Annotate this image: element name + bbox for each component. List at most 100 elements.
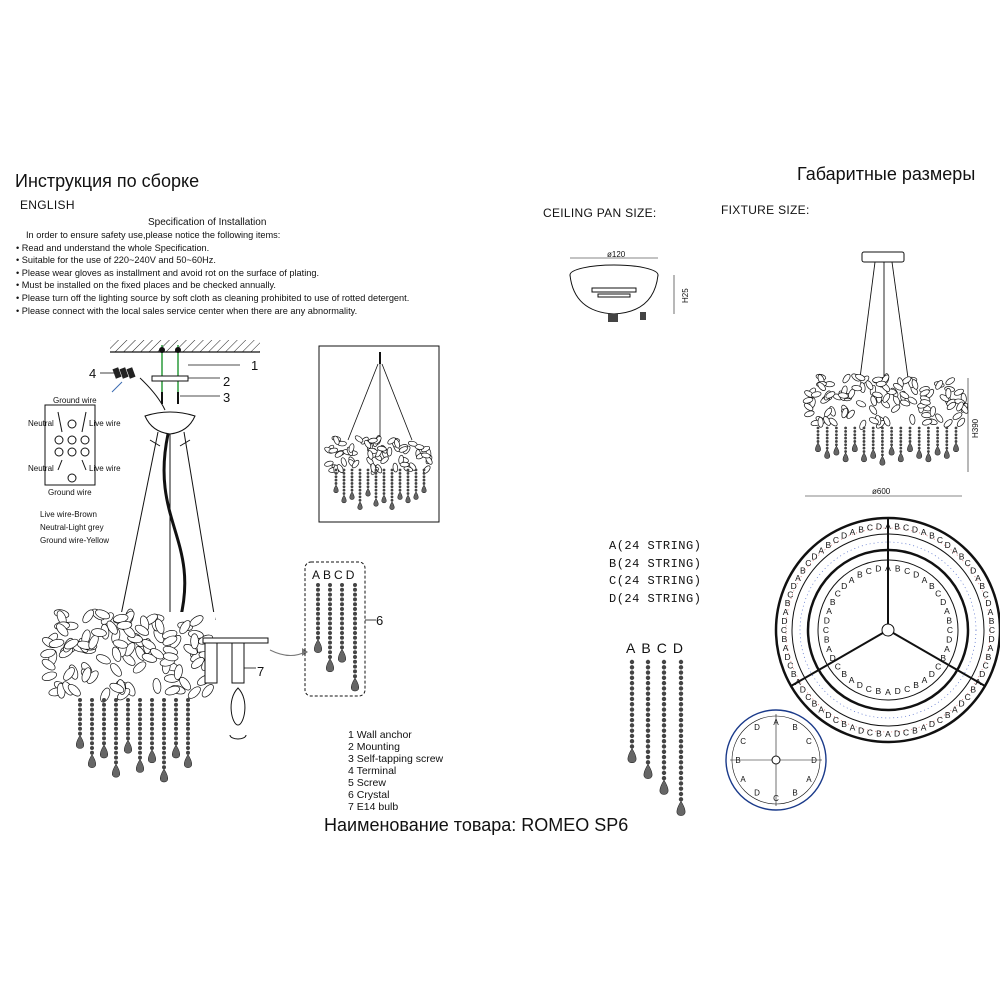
leaf (872, 391, 883, 399)
ring-letter: D (824, 615, 830, 625)
leaf (921, 418, 933, 426)
ring-letter: D (800, 685, 806, 695)
bead (629, 744, 635, 749)
bead (835, 426, 838, 430)
bead (382, 478, 386, 482)
bead (353, 626, 357, 631)
bead (853, 429, 857, 433)
bead (629, 712, 635, 717)
bead (342, 492, 346, 495)
ring-letter: D (825, 710, 831, 720)
leaf (802, 397, 814, 404)
bead (844, 426, 847, 430)
string-letter: D (345, 568, 358, 582)
bead (102, 712, 106, 717)
bead (936, 433, 939, 437)
bead (871, 436, 875, 440)
bead (138, 736, 142, 741)
bead (350, 468, 354, 472)
bead (186, 722, 190, 726)
bead (853, 440, 857, 443)
bead (899, 450, 903, 453)
bead (853, 436, 857, 440)
ring-letter: C (937, 715, 943, 725)
leaf (935, 413, 944, 423)
ring-letter: B (970, 685, 976, 695)
ring-letter: A (952, 705, 958, 715)
bead (661, 696, 667, 702)
bead (629, 686, 635, 691)
bead (917, 426, 921, 430)
bead (844, 446, 847, 450)
bead (835, 440, 838, 443)
ring-letter: C (805, 558, 811, 568)
bead (328, 621, 332, 626)
ring-letter: B (946, 615, 952, 625)
leaf (929, 406, 936, 417)
ring-letter: B (785, 598, 791, 608)
bead (366, 471, 370, 475)
leaf (201, 684, 214, 698)
ring-letter: B (912, 725, 918, 735)
crystal-drop (627, 747, 637, 764)
leaf (370, 463, 377, 473)
power-cord (162, 433, 187, 621)
bead (358, 492, 362, 495)
bead (358, 485, 362, 489)
bead (917, 429, 921, 433)
crystal-drop (172, 744, 180, 759)
bead (936, 426, 939, 430)
bead (328, 655, 332, 659)
product-photo-frame (318, 345, 440, 523)
leaf (909, 414, 916, 425)
bead (90, 702, 94, 707)
bead (862, 426, 866, 430)
bead (138, 726, 142, 731)
callout-4: 4 (89, 366, 97, 381)
bead (825, 433, 829, 437)
leaf (333, 435, 340, 445)
bead (899, 436, 903, 440)
crystal-drop (870, 448, 877, 459)
bead (90, 707, 94, 712)
crystal-drop (333, 484, 339, 494)
leaf (67, 684, 81, 697)
bead (340, 611, 344, 616)
ring-letter: D (912, 525, 918, 535)
string-count: B(24 STRING) (609, 556, 702, 571)
crystal-drop (338, 648, 346, 663)
bead (917, 440, 921, 443)
bead (398, 482, 402, 485)
bead (678, 691, 684, 696)
ring-letter: C (835, 589, 841, 599)
bead (358, 475, 362, 479)
bead (174, 712, 178, 717)
ring-letter: A (975, 573, 981, 583)
leaf (865, 380, 874, 390)
bead (382, 488, 386, 492)
bead (328, 635, 332, 640)
spec-line: • Must be installed on the fixed places … (16, 280, 276, 291)
bead (678, 728, 684, 733)
crystal-drop (314, 639, 322, 653)
ring-letter: B (824, 635, 830, 645)
leaf (842, 373, 851, 384)
ring-letter: D (841, 581, 847, 591)
fixture-label: FIXTURE SIZE: (721, 203, 810, 217)
bead (629, 723, 635, 728)
bead (414, 482, 418, 485)
leaf (164, 685, 180, 696)
crystal-drop (925, 452, 932, 463)
ring-letter: A (921, 723, 927, 733)
bead (334, 471, 338, 475)
ring-letter: D (989, 634, 995, 644)
bead (678, 754, 684, 760)
crystal-drop (888, 445, 895, 456)
bead (90, 726, 94, 731)
bead (150, 698, 154, 702)
bead (645, 696, 651, 702)
leaf (132, 661, 147, 674)
bead (844, 429, 847, 433)
bead (645, 712, 651, 717)
